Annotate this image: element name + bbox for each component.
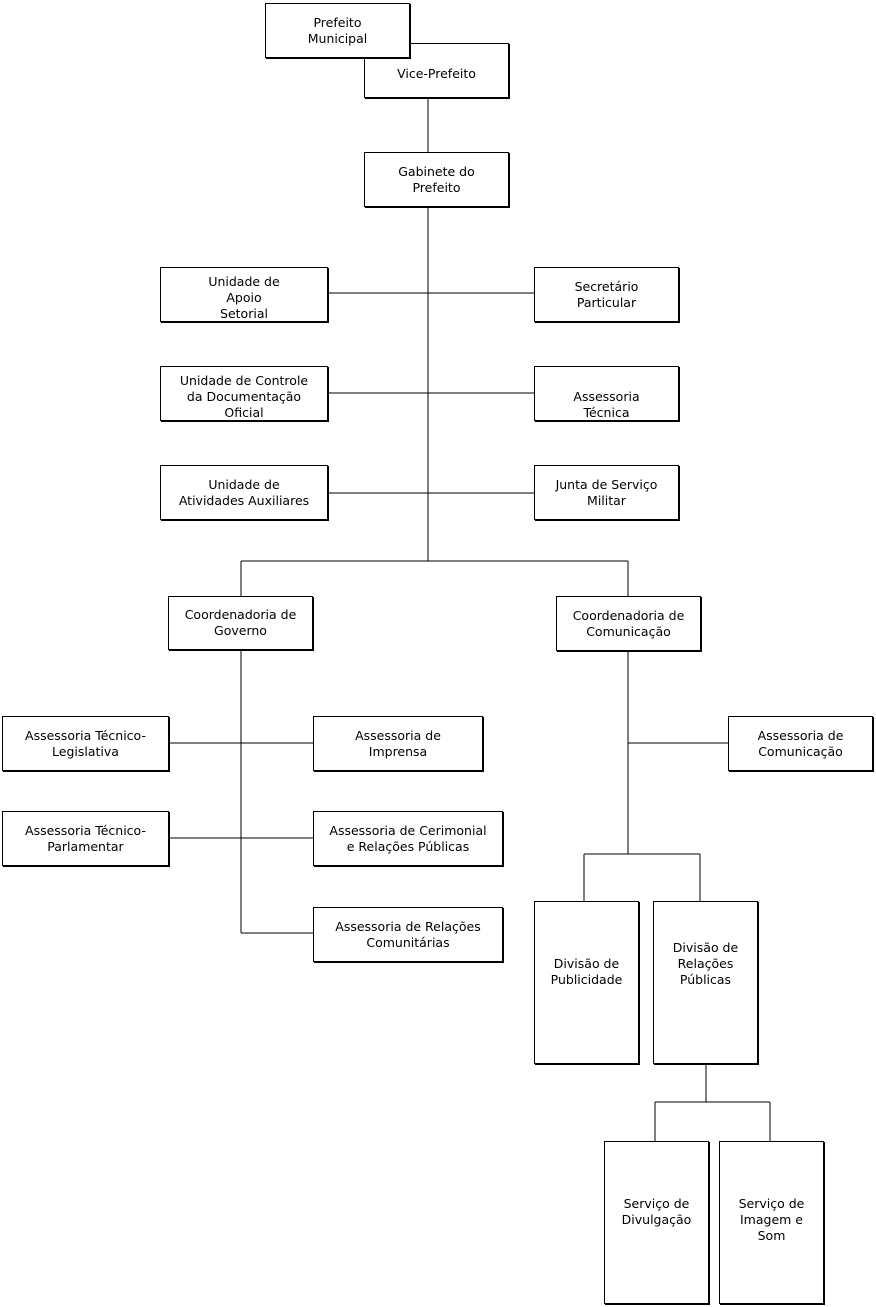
node-divisao-publicidade: Divisão de Publicidade xyxy=(534,901,639,1064)
node-assessoria-tecnico-legislativa: Assessoria Técnico- Legislativa xyxy=(2,716,169,771)
node-servico-divulgacao: Serviço de Divulgação xyxy=(604,1141,709,1304)
node-assessoria-tecnico-parlamentar: Assessoria Técnico- Parlamentar xyxy=(2,811,169,866)
node-assessoria-tecnica: Assessoria Técnica xyxy=(534,366,679,421)
node-assessoria-cerimonial: Assessoria de Cerimonial e Relações Públ… xyxy=(313,811,503,866)
node-divisao-relacoes-publicas: Divisão de Relações Públicas xyxy=(653,901,758,1064)
node-assessoria-relacoes-comunitarias: Assessoria de Relações Comunitárias xyxy=(313,907,503,962)
node-prefeito-municipal: Prefeito Municipal xyxy=(265,3,410,58)
node-coordenadoria-comunicacao: Coordenadoria de Comunicação xyxy=(556,596,701,651)
node-unidade-atividades-auxiliares: Unidade de Atividades Auxiliares xyxy=(160,465,328,520)
node-unidade-apoio-setorial: Unidade de Apoio Setorial xyxy=(160,267,328,322)
node-coordenadoria-governo: Coordenadoria de Governo xyxy=(168,596,313,650)
node-secretario-particular: Secretário Particular xyxy=(534,267,679,322)
node-unidade-controle-documentacao: Unidade de Controle da Documentação Ofic… xyxy=(160,366,328,421)
node-servico-imagem-som: Serviço de Imagem e Som xyxy=(719,1141,824,1304)
node-gabinete-do-prefeito: Gabinete do Prefeito xyxy=(364,152,509,207)
node-assessoria-comunicacao: Assessoria de Comunicação xyxy=(728,716,873,771)
node-junta-servico-militar: Junta de Serviço Militar xyxy=(534,465,679,520)
node-assessoria-imprensa: Assessoria de Imprensa xyxy=(313,716,483,771)
